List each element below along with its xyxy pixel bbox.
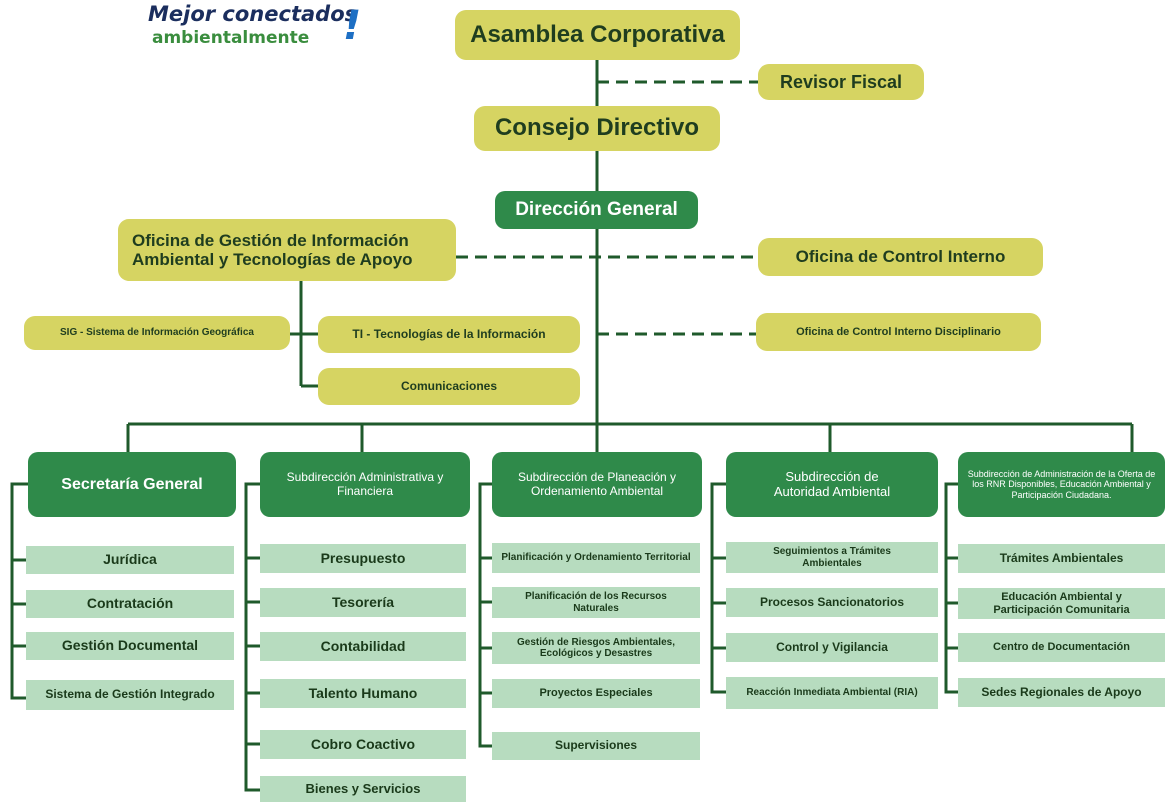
dept-header-administrativa-financiera: Subdirección Administrativa y Financiera — [260, 452, 470, 517]
list-item: Supervisiones — [492, 732, 700, 760]
list-item: Sedes Regionales de Apoyo — [958, 678, 1165, 707]
list-item: Cobro Coactivo — [260, 730, 466, 759]
list-item: Tesorería — [260, 588, 466, 617]
list-item: Contabilidad — [260, 632, 466, 661]
direccion-general-box: Dirección General — [495, 191, 698, 229]
dept-header-oferta-rnr: Subdirección de Administración de la Ofe… — [958, 452, 1165, 517]
sig-box: SIG - Sistema de Información Geográfica — [24, 316, 290, 350]
list-item: Planificación y Ordenamiento Territorial — [492, 543, 700, 573]
list-item: Presupuesto — [260, 544, 466, 573]
list-item: Proyectos Especiales — [492, 679, 700, 708]
comunicaciones-box: Comunicaciones — [318, 368, 580, 405]
list-item: Jurídica — [26, 546, 234, 574]
list-item: Talento Humano — [260, 679, 466, 708]
revisor-fiscal-box: Revisor Fiscal — [758, 64, 924, 100]
dept-header-autoridad-ambiental: Subdirección de Autoridad Ambiental — [726, 452, 938, 517]
asamblea-corporativa-box: Asamblea Corporativa — [455, 10, 740, 60]
oficina-control-interno-box: Oficina de Control Interno — [758, 238, 1043, 276]
list-item: Educación Ambiental y Participación Comu… — [958, 588, 1165, 619]
list-item: Bienes y Servicios — [260, 776, 466, 802]
ti-box: TI - Tecnologías de la Información — [318, 316, 580, 353]
list-item: Gestión Documental — [26, 632, 234, 660]
consejo-directivo-box: Consejo Directivo — [474, 106, 720, 151]
list-item: Sistema de Gestión Integrado — [26, 680, 234, 710]
list-item: Centro de Documentación — [958, 633, 1165, 662]
list-item: Trámites Ambientales — [958, 544, 1165, 573]
list-item: Gestión de Riesgos Ambientales, Ecológic… — [492, 632, 700, 664]
dept-header-planeacion: Subdirección de Planeación y Ordenamient… — [492, 452, 702, 517]
list-item: Seguimientos a Trámites Ambientales — [726, 542, 938, 573]
logo-slogan-line1: Mejor conectados — [148, 2, 358, 26]
logo-exclamation-mark: ! — [343, 3, 362, 49]
list-item: Procesos Sancionatorios — [726, 588, 938, 617]
logo-slogan-line2: ambientalmente — [152, 28, 310, 48]
list-item: Planificación de los Recursos Naturales — [492, 587, 700, 618]
oficina-gestion-informacion-box: Oficina de Gestión de Información Ambien… — [118, 219, 456, 281]
list-item: Reacción Inmediata Ambiental (RIA) — [726, 677, 938, 709]
dept-header-secretaria-general: Secretaría General — [28, 452, 236, 517]
list-item: Control y Vigilancia — [726, 633, 938, 662]
list-item: Contratación — [26, 590, 234, 618]
oficina-control-disciplinario-box: Oficina de Control Interno Disciplinario — [756, 313, 1041, 351]
